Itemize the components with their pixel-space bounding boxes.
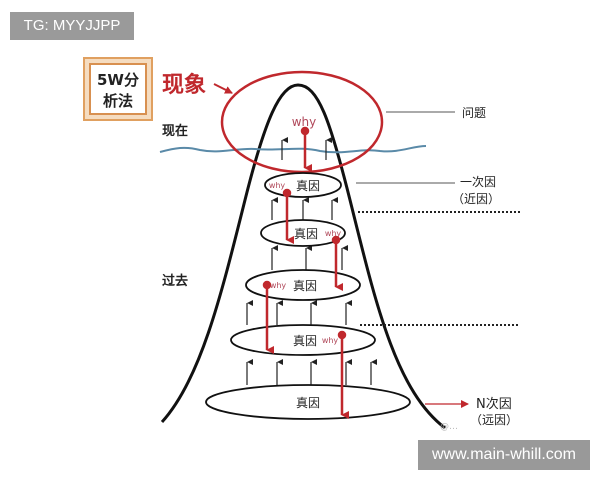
true-cause-4: 真因 bbox=[293, 334, 317, 348]
true-cause-1: 真因 bbox=[296, 179, 320, 193]
true-cause-2: 真因 bbox=[294, 227, 318, 241]
first-cause-note: （近因） bbox=[452, 192, 500, 206]
watermark: www.main-whill.com bbox=[418, 440, 590, 470]
why-label-2: why bbox=[325, 229, 342, 238]
phenomenon-arrow bbox=[213, 83, 233, 94]
cause-ellipse-2 bbox=[260, 219, 346, 247]
nth-cause-label: N次因 bbox=[476, 396, 512, 412]
method-title-box: 5W分 析法 bbox=[83, 57, 153, 121]
upward-arrows bbox=[246, 137, 377, 385]
now-label: 现在 bbox=[162, 123, 188, 139]
true-cause-5: 真因 bbox=[296, 396, 320, 410]
why-arrow-5 bbox=[337, 330, 349, 419]
why-label-3: why bbox=[270, 281, 287, 290]
method-title-line1: 5W分 bbox=[97, 71, 139, 89]
why-label-top: why bbox=[292, 115, 317, 129]
nth-cause-note: （远因） bbox=[470, 413, 518, 427]
mountain-curve bbox=[160, 83, 446, 430]
water-surface-line bbox=[159, 145, 427, 154]
tg-label: TG: MYYJJPP bbox=[10, 12, 134, 40]
why-label-4: why bbox=[322, 336, 339, 345]
true-cause-3: 真因 bbox=[293, 279, 317, 293]
why-arrow-2 bbox=[282, 188, 294, 244]
cause-ellipse-3 bbox=[245, 269, 361, 301]
faint-watermark: @… bbox=[440, 422, 458, 432]
first-cause-label: 一次因 bbox=[460, 175, 496, 189]
cause-ellipse-5 bbox=[205, 384, 411, 420]
method-title-line2: 析法 bbox=[103, 92, 133, 110]
problem-label: 问题 bbox=[462, 106, 486, 120]
why-arrow-3 bbox=[331, 235, 343, 291]
why-label-1: why bbox=[269, 181, 286, 190]
phenomenon-label: 现象 bbox=[162, 72, 206, 98]
why-arrow-1 bbox=[300, 126, 312, 172]
past-label: 过去 bbox=[162, 273, 188, 289]
why-arrow-4 bbox=[262, 280, 274, 354]
phenomenon-circle bbox=[220, 70, 384, 174]
